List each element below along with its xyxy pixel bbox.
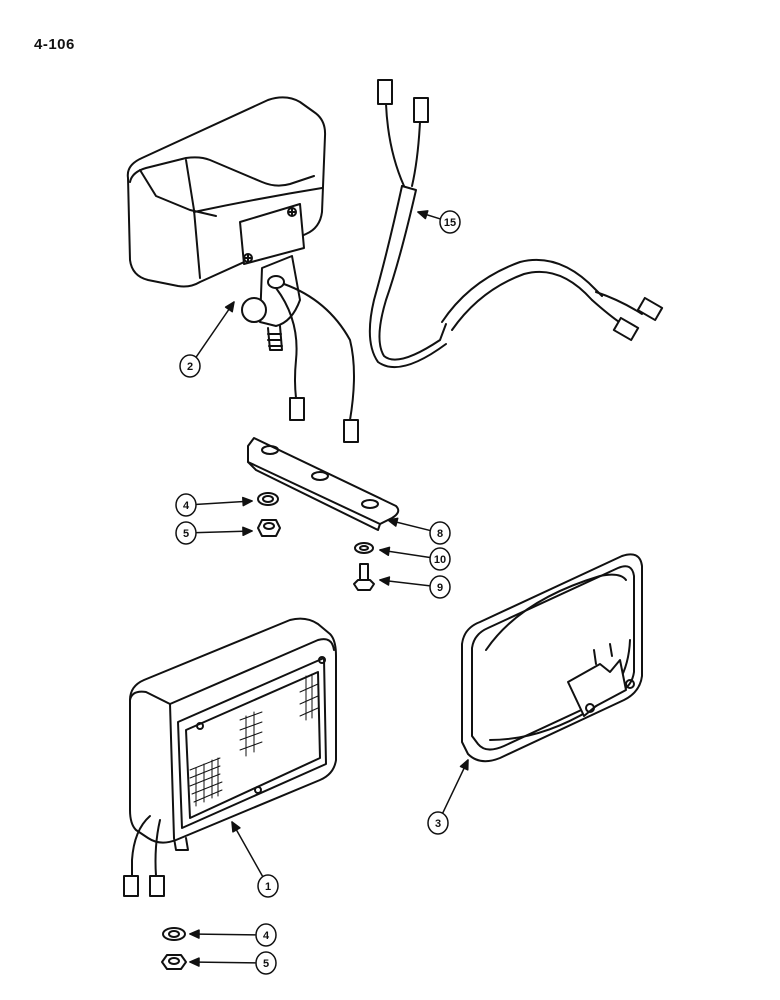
callout-bubble [175,493,197,517]
callout-number: 4 [263,930,270,942]
callout-number: 5 [263,958,269,970]
callout-bubble [255,923,277,947]
work-lamp-assembly-bottom [123,617,337,897]
work-lamp-assembly-top [126,96,359,443]
callout-bubble [257,874,279,898]
arrow-head [242,526,253,537]
callout-bubble [429,575,451,599]
arrow-head [379,546,391,557]
callout-2-work-lamp-assembly-top: 2 [179,301,235,378]
callout-bubble [179,354,201,378]
arrow-head [459,759,469,771]
leader-line [195,301,235,358]
callout-number: 1 [265,881,271,893]
callout-bubble [429,547,451,571]
callout-10-lock-washer-small: 10 [379,546,451,571]
callout-5-nut: 5 [189,951,277,975]
callout-bubble [175,521,197,545]
callout-4-lock-washer: 4 [175,493,253,517]
callout-15-harness-wire: 15 [417,210,461,234]
arrow-head [224,301,235,313]
callout-number: 9 [437,582,443,594]
hardware-lower [161,927,187,970]
arrow-head [231,821,241,833]
callout-bubble [439,210,461,234]
arrow-head [387,517,399,527]
callout-bubble [427,811,449,835]
arrow-head [242,496,253,507]
callout-number: 5 [183,528,189,540]
mounting-bracket [247,437,400,531]
arrow-head [189,957,200,967]
lamp-housing-open [461,553,643,763]
callout-number: 8 [437,528,443,540]
arrow-head [417,210,429,220]
hardware-upper [257,492,375,591]
callout-8-mounting-bracket: 8 [387,517,451,545]
callout-layer: 15 2 4 5 8 10 9 3 1 4 5 [175,210,469,975]
callout-bubble [429,521,451,545]
callout-4-lock-washer: 4 [189,923,277,947]
leader-line [189,961,256,964]
callout-5-nut: 5 [175,521,253,545]
callout-3-lamp-housing-open: 3 [427,759,469,835]
callout-bubble [255,951,277,975]
harness-wire [368,79,664,369]
leader-line [189,933,256,936]
callout-number: 4 [183,500,190,512]
leader-line [441,759,469,814]
callout-number: 2 [187,361,193,373]
arrow-head [189,929,200,939]
callout-1-work-lamp-assembly-bottom: 1 [231,821,279,898]
callout-number: 15 [444,217,456,229]
callout-number: 10 [434,554,446,566]
leader-line [231,821,264,878]
page-number: 4-106 [34,36,75,53]
callout-number: 3 [435,818,441,830]
callout-9-bolt: 9 [379,575,451,599]
arrow-head [379,576,391,586]
